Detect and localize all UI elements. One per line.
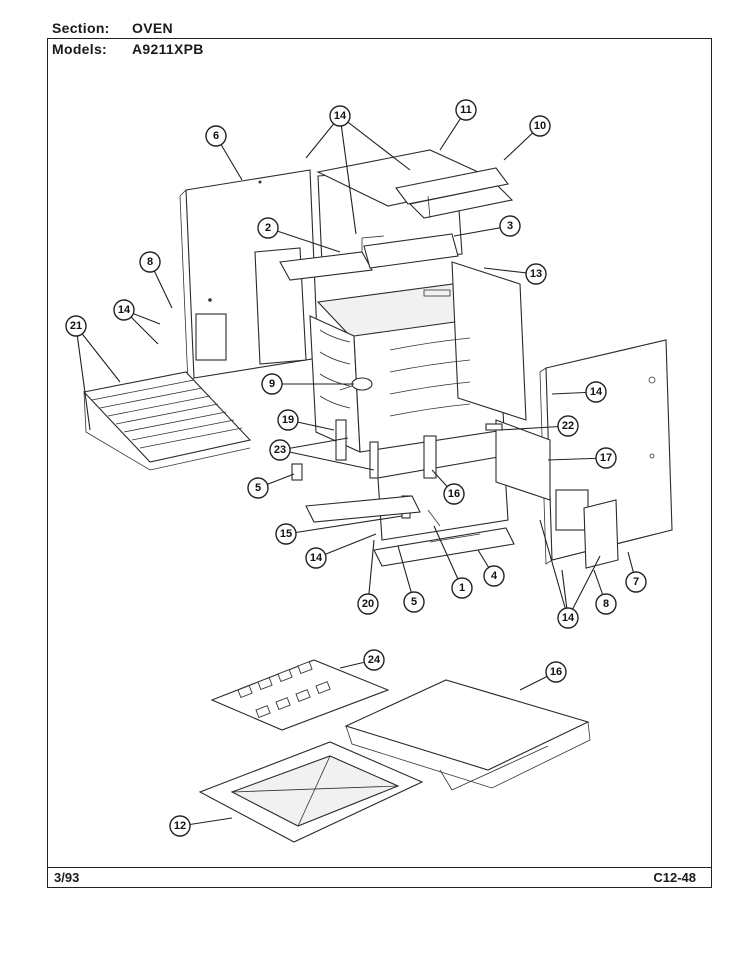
callout: 14 bbox=[557, 607, 579, 629]
callout: 12 bbox=[169, 815, 191, 837]
callout: 17 bbox=[595, 447, 617, 469]
callout: 6 bbox=[205, 125, 227, 147]
callout: 1 bbox=[451, 577, 473, 599]
svg-text:14: 14 bbox=[562, 612, 575, 624]
svg-text:23: 23 bbox=[274, 444, 286, 456]
models-line: Models: A9211XPB bbox=[52, 41, 204, 57]
svg-text:9: 9 bbox=[269, 378, 275, 390]
right-brackets bbox=[485, 419, 551, 501]
callout: 14 bbox=[113, 299, 135, 321]
callout: 19 bbox=[277, 409, 299, 431]
footer-divider bbox=[47, 867, 712, 868]
broiler-drawer-rack bbox=[344, 679, 591, 791]
svg-text:5: 5 bbox=[255, 482, 261, 494]
vent-ducts bbox=[279, 233, 459, 281]
callout: 2 bbox=[257, 217, 279, 239]
callout: 9 bbox=[261, 373, 283, 395]
callout: 14 bbox=[305, 547, 327, 569]
svg-text:16: 16 bbox=[550, 666, 562, 678]
svg-text:8: 8 bbox=[603, 598, 609, 610]
svg-text:3: 3 bbox=[507, 220, 513, 232]
callout: 21 bbox=[65, 315, 87, 337]
svg-text:4: 4 bbox=[491, 570, 498, 582]
svg-text:11: 11 bbox=[460, 104, 472, 116]
thermostat-sensor bbox=[339, 377, 373, 391]
broiler-pan bbox=[198, 741, 424, 843]
svg-text:19: 19 bbox=[282, 414, 294, 426]
svg-text:21: 21 bbox=[70, 320, 82, 332]
callout: 11 bbox=[455, 99, 477, 121]
callout: 24 bbox=[363, 649, 385, 671]
svg-text:8: 8 bbox=[147, 256, 153, 268]
oven-rack-21 bbox=[82, 371, 252, 471]
svg-text:5: 5 bbox=[411, 596, 417, 608]
callout: 4 bbox=[483, 565, 505, 587]
callout: 20 bbox=[357, 593, 379, 615]
svg-text:16: 16 bbox=[448, 488, 460, 500]
oven-cavity bbox=[309, 261, 527, 453]
svg-text:14: 14 bbox=[334, 110, 347, 122]
svg-text:14: 14 bbox=[118, 304, 131, 316]
callout: 7 bbox=[625, 571, 647, 593]
diagram-frame bbox=[47, 38, 712, 888]
models-label: Models: bbox=[52, 41, 107, 57]
svg-text:6: 6 bbox=[213, 130, 219, 142]
svg-text:13: 13 bbox=[530, 268, 542, 280]
callout: 5 bbox=[247, 477, 269, 499]
top-plates bbox=[316, 149, 514, 219]
callout: 5 bbox=[403, 591, 425, 613]
svg-text:14: 14 bbox=[310, 552, 323, 564]
callout: 16 bbox=[545, 661, 567, 683]
callout: 8 bbox=[139, 251, 161, 273]
callout: 14 bbox=[585, 381, 607, 403]
section-value: OVEN bbox=[132, 20, 173, 36]
callout: 10 bbox=[529, 115, 551, 137]
section-label: Section: bbox=[52, 20, 110, 36]
svg-text:7: 7 bbox=[633, 576, 639, 588]
callout: 15 bbox=[275, 523, 297, 545]
date-code: 3/93 bbox=[54, 870, 80, 885]
svg-text:12: 12 bbox=[174, 820, 186, 832]
section-line: Section: OVEN bbox=[52, 20, 173, 36]
svg-text:24: 24 bbox=[368, 654, 381, 666]
svg-text:14: 14 bbox=[590, 386, 603, 398]
page-code: C12-48 bbox=[653, 870, 696, 885]
callout: 13 bbox=[525, 263, 547, 285]
svg-text:2: 2 bbox=[265, 222, 271, 234]
callout: 8 bbox=[595, 593, 617, 615]
svg-text:20: 20 bbox=[362, 598, 374, 610]
callout: 23 bbox=[269, 439, 291, 461]
lower-front-panel bbox=[377, 435, 509, 541]
models-value: A9211XPB bbox=[132, 41, 204, 57]
svg-text:1: 1 bbox=[459, 582, 465, 594]
callout: 22 bbox=[557, 415, 579, 437]
svg-text:22: 22 bbox=[562, 420, 574, 432]
callout: 16 bbox=[443, 483, 465, 505]
svg-text:17: 17 bbox=[600, 452, 612, 464]
callout: 14 bbox=[329, 105, 351, 127]
svg-text:15: 15 bbox=[280, 528, 292, 540]
broiler-grid bbox=[210, 659, 390, 731]
svg-text:10: 10 bbox=[534, 120, 546, 132]
callout: 3 bbox=[499, 215, 521, 237]
